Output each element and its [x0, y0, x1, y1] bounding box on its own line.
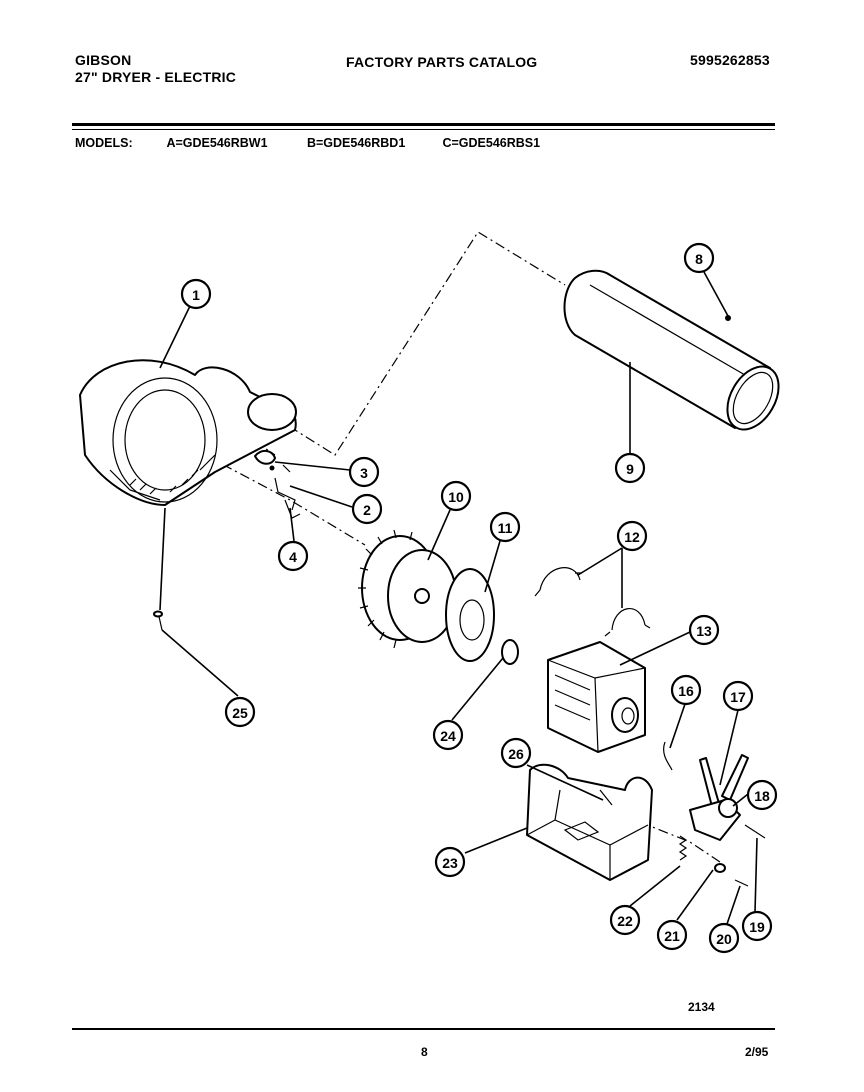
mounting-screw-part [153, 610, 163, 631]
callout-label: 17 [730, 689, 746, 705]
callout-2: 2 [351, 493, 383, 525]
callout-26: 26 [500, 737, 532, 769]
callout-16: 16 [670, 674, 702, 706]
header-rule-thick [72, 123, 775, 126]
callout-label: 20 [716, 931, 732, 947]
revision-date: 2/95 [745, 1045, 769, 1059]
header-rule-thin [72, 129, 775, 130]
callout-label: 19 [749, 919, 765, 935]
callout-label: 10 [448, 489, 464, 505]
callout-18: 18 [746, 779, 778, 811]
callout-label: 8 [695, 251, 703, 267]
callout-label: 1 [192, 287, 200, 303]
callout-24: 24 [432, 719, 464, 751]
brand-name: GIBSON [75, 52, 132, 68]
callout-17: 17 [722, 680, 754, 712]
figure-number: 2134 [688, 1000, 715, 1014]
motor-mount-bracket-part [526, 763, 653, 881]
callout-leader-lines [159, 271, 758, 925]
drive-motor-part [547, 641, 646, 753]
callout-19: 19 [741, 910, 773, 942]
callout-1: 1 [180, 278, 212, 310]
callout-23: 23 [434, 846, 466, 878]
catalog-part-number: 5995262853 [690, 52, 770, 68]
idler-assembly-part [663, 741, 766, 841]
callout-label: 16 [678, 683, 694, 699]
motor-straps-part [534, 567, 651, 637]
callout-label: 24 [440, 728, 456, 744]
callout-20: 20 [708, 922, 740, 954]
footer-rule [72, 1028, 775, 1030]
callout-label: 21 [664, 928, 680, 944]
callout-label: 13 [696, 623, 712, 639]
callout-label: 9 [626, 461, 634, 477]
callout-12: 12 [616, 520, 648, 552]
callout-9: 9 [614, 452, 646, 484]
models-row: MODELS: A=GDE546RBW1 B=GDE546RBD1 C=GDE5… [75, 136, 540, 150]
callout-8: 8 [683, 242, 715, 274]
callout-10: 10 [440, 480, 472, 512]
callout-22: 22 [609, 904, 641, 936]
models-label: MODELS: [75, 136, 133, 150]
model-a: A=GDE546RBW1 [166, 136, 268, 150]
callout-11: 11 [489, 511, 521, 543]
callout-label: 18 [754, 788, 770, 804]
callout-label: 22 [617, 913, 633, 929]
blower-wheel-part [358, 529, 457, 649]
callout-25: 25 [224, 696, 256, 728]
callout-3: 3 [348, 456, 380, 488]
model-b: B=GDE546RBD1 [306, 136, 406, 150]
exhaust-duct-part [563, 269, 780, 431]
blower-housing-part [79, 359, 297, 506]
callout-13: 13 [688, 614, 720, 646]
callout-label: 2 [363, 502, 371, 518]
product-description: 27" DRYER - ELECTRIC [75, 69, 237, 85]
callout-21: 21 [656, 919, 688, 951]
callout-label: 26 [508, 746, 524, 762]
callout-label: 3 [360, 465, 368, 481]
pulley-plate-part [445, 568, 519, 665]
callout-label: 23 [442, 855, 458, 871]
model-c: C=GDE546RBS1 [442, 136, 541, 150]
catalog-title: FACTORY PARTS CATALOG [346, 54, 538, 70]
spring-and-nut-parts [678, 835, 749, 887]
callout-label: 12 [624, 529, 640, 545]
page-number: 8 [421, 1045, 428, 1059]
callout-4: 4 [277, 540, 309, 572]
callout-label: 4 [289, 549, 297, 565]
callout-label: 25 [232, 705, 248, 721]
callout-label: 11 [498, 520, 513, 536]
